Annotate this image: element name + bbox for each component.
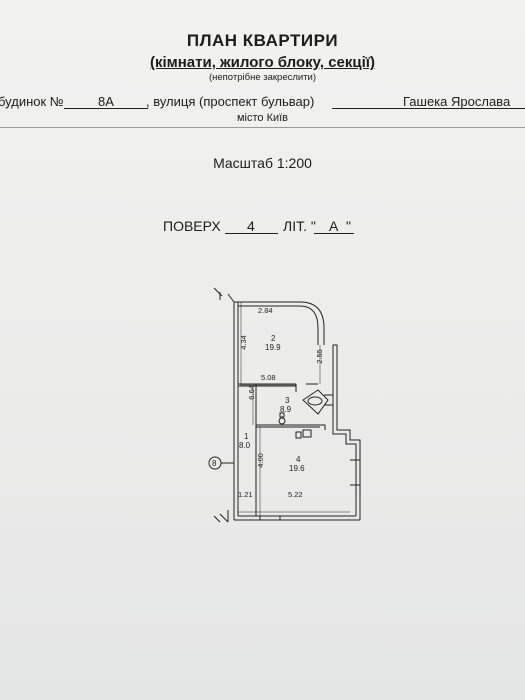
floor-label: ПОВЕРХ [163, 218, 221, 234]
dim-2-55: 2.55 [314, 349, 324, 364]
street-name: Гашека Ярослава [403, 94, 511, 109]
axis-marker-label: 8 [212, 459, 217, 468]
dim-5-22: 5.22 [288, 490, 303, 499]
floor-number: 4 [247, 218, 255, 234]
floor-underline [225, 233, 278, 234]
dim-6-64: 6.64 [246, 385, 256, 400]
room-4-area: 19.6 [289, 464, 305, 473]
lit-underline [314, 233, 354, 234]
dim-2-84: 2.84 [258, 306, 273, 315]
form-rule [0, 127, 525, 128]
dim-5-08: 5.08 [261, 373, 276, 382]
street-label: , вулиця (проспект бульвар) [146, 94, 315, 109]
room-4-number: 4 [296, 455, 301, 464]
dim-4-00: 4.00 [255, 453, 265, 468]
room-1-area: 8.0 [239, 441, 251, 450]
dim-4-34: 4.34 [238, 335, 248, 350]
building-underline [64, 108, 148, 109]
street-underline [332, 108, 525, 109]
room-2-area: 19.9 [265, 343, 281, 352]
document-subtitle: (кімнати, жилого блоку, секції) [149, 54, 376, 71]
lit-value: А [329, 218, 339, 234]
document-title: ПЛАН КВАРТИРИ [186, 31, 339, 50]
floor-plan-drawing [208, 287, 361, 523]
building-label: будинок № [0, 94, 64, 109]
strike-note: (непотрібне закреслити) [208, 72, 317, 83]
dim-1-21: 1.21 [238, 490, 253, 499]
room-2-number: 2 [271, 334, 276, 343]
city-name: місто Київ [236, 112, 289, 124]
lit-label: ЛІТ. " [283, 218, 316, 234]
room-1-number: 1 [244, 432, 249, 441]
lit-close-quote: " [346, 218, 351, 234]
scale-label: Масштаб 1:200 [213, 155, 312, 171]
building-number: 8А [98, 94, 114, 109]
room-3-number: 3 [285, 396, 290, 405]
room-3-area: 8.9 [280, 405, 292, 414]
